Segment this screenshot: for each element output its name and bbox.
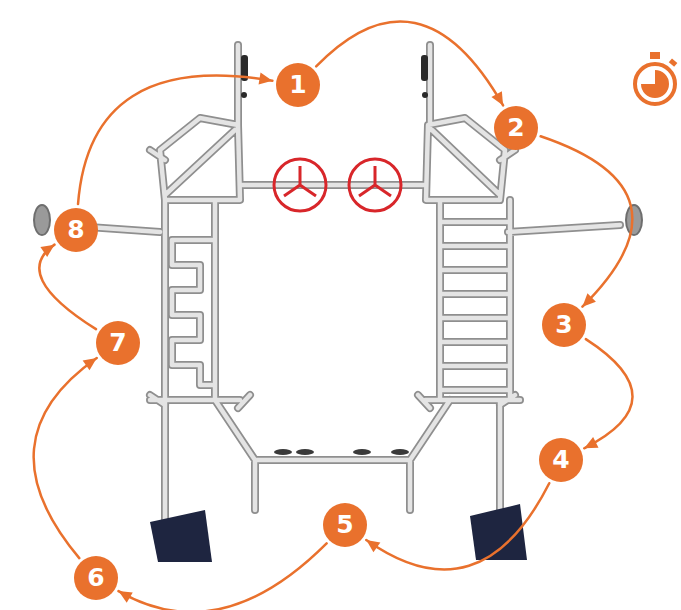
arrow-curve (39, 245, 96, 330)
arrow-head (259, 73, 273, 85)
flow-arrow (366, 483, 549, 569)
callout-number: 1 (276, 63, 320, 107)
stopwatch-icon (635, 52, 677, 104)
callout-number: 2 (494, 106, 538, 150)
flow-arrow (78, 73, 272, 204)
callout-number: 5 (323, 503, 367, 547)
frame-tube-outline (60, 45, 620, 520)
arrow-curve (541, 136, 633, 306)
callout-number: 3 (542, 303, 586, 347)
circle-fill (54, 208, 98, 252)
step-circle: 6 (74, 556, 118, 600)
arrow-head (40, 245, 54, 257)
callout-number: 4 (539, 438, 583, 482)
arrow-curve (34, 358, 97, 558)
arrow-head (491, 91, 503, 105)
callout-number: 6 (74, 556, 118, 600)
flow-arrow (39, 245, 96, 330)
arrow-curve (316, 21, 503, 105)
circle-fill (542, 303, 586, 347)
callout-number: 8 (54, 208, 98, 252)
arrow-head (584, 437, 598, 448)
circle-fill (539, 438, 583, 482)
arrow-curve (78, 76, 272, 204)
red-wheel (274, 159, 401, 211)
step-circle: 2 (494, 106, 538, 150)
arrow-curve (118, 543, 326, 610)
circle-fill (96, 321, 140, 365)
side-pads (34, 205, 642, 235)
flow-arrow (118, 543, 326, 610)
frame-tube (60, 45, 620, 520)
circle-fill (323, 503, 367, 547)
step-circle: 8 (54, 208, 98, 252)
arrow-curve (584, 339, 632, 448)
arrow-head (83, 358, 97, 370)
step-circle: 3 (542, 303, 586, 347)
ground-bases (150, 504, 527, 562)
flow-arrow (316, 21, 503, 105)
arrow-head (118, 591, 132, 603)
flow-arrow (584, 339, 632, 448)
handle-grips (241, 55, 428, 98)
step-stools (274, 449, 409, 455)
arrow-curve (366, 483, 549, 569)
arrow-head (582, 293, 595, 306)
callout-number: 7 (96, 321, 140, 365)
circle-fill (74, 556, 118, 600)
step-circle: 4 (539, 438, 583, 482)
circle-fill (276, 63, 320, 107)
step-circle: 7 (96, 321, 140, 365)
arrow-head (366, 540, 380, 552)
step-circle: 5 (323, 503, 367, 547)
step-circle: 1 (276, 63, 320, 107)
circle-fill (494, 106, 538, 150)
flow-arrow (541, 136, 633, 306)
flow-arrow (34, 358, 97, 558)
